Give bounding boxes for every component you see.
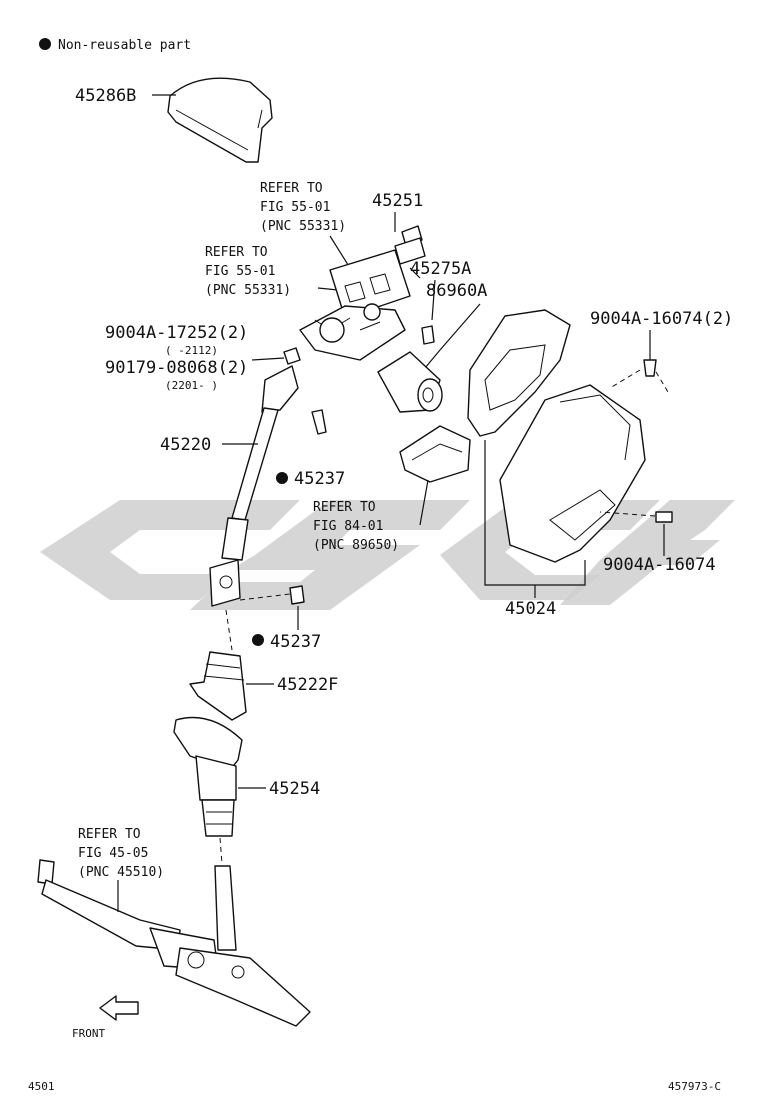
part-45237-bolt-upper[interactable] xyxy=(311,409,327,435)
refer-note-3-line3[interactable]: (PNC 89650) xyxy=(313,538,399,553)
part-9004A-16074-screw-upper[interactable] xyxy=(643,359,657,377)
part-ecu-module[interactable] xyxy=(399,425,471,483)
part-9004A-17252-bolt[interactable] xyxy=(283,347,301,365)
label-45251[interactable]: 45251 xyxy=(372,191,423,211)
part-45286B-cover[interactable] xyxy=(167,77,273,163)
refer-note-3-line1[interactable]: REFER TO xyxy=(313,500,376,515)
refer-note-2-line3[interactable]: (PNC 55331) xyxy=(205,283,291,298)
part-45222F-boot[interactable] xyxy=(189,651,247,721)
refer-note-2-line1[interactable]: REFER TO xyxy=(205,245,268,260)
label-45275A[interactable]: 45275A xyxy=(410,259,471,279)
label-45254[interactable]: 45254 xyxy=(269,779,320,799)
range-note-2[interactable]: (2201- ) xyxy=(165,379,218,392)
label-9004A-17252[interactable]: 9004A-17252(2) xyxy=(105,323,248,343)
part-45275A-bolt[interactable] xyxy=(421,325,435,345)
range-note-1[interactable]: ( -2112) xyxy=(165,344,218,357)
label-9004A-16074-2[interactable]: 9004A-16074(2) xyxy=(590,309,733,329)
refer-note-1-line2[interactable]: FIG 55-01 xyxy=(260,200,330,215)
part-9004A-16074-screw-side[interactable] xyxy=(655,511,673,523)
non-reusable-dot-icon xyxy=(39,38,51,50)
front-label: FRONT xyxy=(72,1027,105,1040)
label-45222F[interactable]: 45222F xyxy=(277,675,338,695)
legend-text: Non-reusable part xyxy=(58,38,191,53)
label-86960A[interactable]: 86960A xyxy=(426,281,487,301)
refer-note-4-line2[interactable]: FIG 45-05 xyxy=(78,846,148,861)
part-86960A-column-cover-upper[interactable] xyxy=(467,309,571,437)
diagram-id: 457973-C xyxy=(668,1080,721,1093)
part-45254-seal[interactable] xyxy=(173,716,243,837)
refer-note-2-line2[interactable]: FIG 55-01 xyxy=(205,264,275,279)
label-9004A-16074[interactable]: 9004A-16074 xyxy=(603,555,716,575)
refer-note-1-line3[interactable]: (PNC 55331) xyxy=(260,219,346,234)
label-45024[interactable]: 45024 xyxy=(505,599,556,619)
part-column-motor[interactable] xyxy=(377,351,443,413)
label-45286B[interactable]: 45286B xyxy=(75,86,136,106)
label-45237-upper[interactable]: 45237 xyxy=(294,469,345,489)
refer-note-4-line3[interactable]: (PNC 45510) xyxy=(78,865,164,880)
non-reusable-mark-45237-upper-icon xyxy=(276,472,288,484)
refer-note-3-line2[interactable]: FIG 84-01 xyxy=(313,519,383,534)
refer-note-1-line1[interactable]: REFER TO xyxy=(260,181,323,196)
part-45220-intermediate-shaft[interactable] xyxy=(209,365,299,607)
label-45237-lower[interactable]: 45237 xyxy=(270,632,321,652)
label-45220[interactable]: 45220 xyxy=(160,435,211,455)
part-45251-steering-column[interactable] xyxy=(299,225,426,361)
front-arrow-icon xyxy=(99,995,139,1021)
non-reusable-mark-45237-lower-icon xyxy=(252,634,264,646)
refer-note-4-line1[interactable]: REFER TO xyxy=(78,827,141,842)
page-reference: 4501 xyxy=(28,1080,55,1093)
part-steering-gear-assembly[interactable] xyxy=(37,859,311,1027)
part-45237-bolt-lower[interactable] xyxy=(289,585,305,605)
part-45024-column-cover-lower[interactable] xyxy=(499,384,646,563)
label-90179-08068[interactable]: 90179-08068(2) xyxy=(105,358,248,378)
